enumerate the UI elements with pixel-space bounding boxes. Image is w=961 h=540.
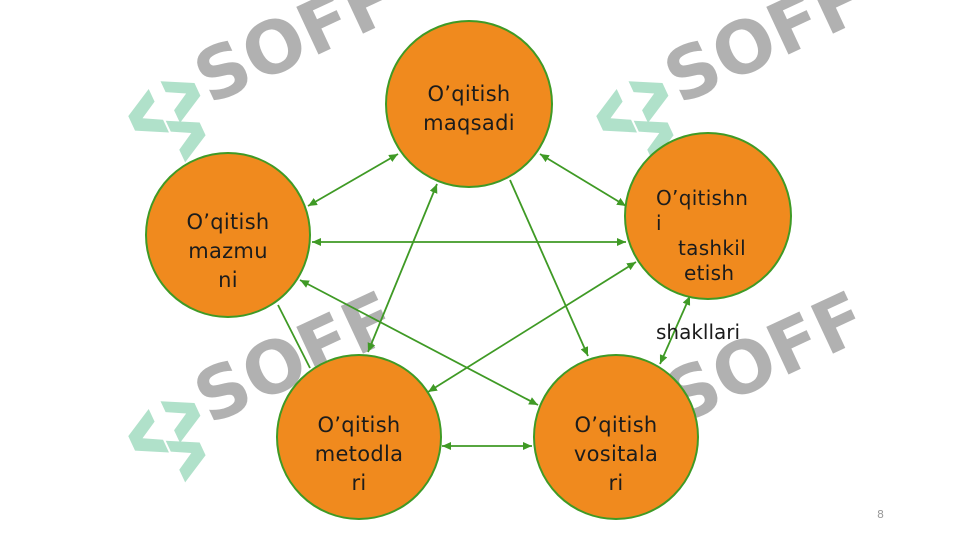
node-line: ri <box>608 471 624 495</box>
node-line: i <box>656 211 662 235</box>
arrow-maqsad-metod <box>367 183 438 353</box>
arrow-tashkil-vosita <box>659 295 691 365</box>
node-line: O’qitishn <box>656 186 749 210</box>
node-line: tashkil <box>678 236 746 260</box>
shakllari-label: shakllari <box>656 320 741 344</box>
node-line: mazmu <box>188 239 268 263</box>
watermark-logo <box>596 81 674 163</box>
node-label-mazmun: O’qitish mazmu ni <box>148 208 308 295</box>
arrow-maqsad-mazmun <box>307 153 399 207</box>
node-line: etish <box>684 261 735 285</box>
arrow-mazmun-metod <box>277 304 311 369</box>
node-label-metod: O’qitish metodla ri <box>279 411 439 498</box>
node-line: O’qitish <box>317 413 401 437</box>
node-tashkil <box>624 132 792 300</box>
page-number: 8 <box>877 508 884 521</box>
watermark-text: SOFF <box>182 0 409 120</box>
node-metod <box>276 354 442 520</box>
node-line: O’qitish <box>427 82 511 106</box>
watermark-text: SOFF <box>652 0 879 120</box>
arrow-tashkil-metod <box>427 261 637 393</box>
node-line: metodla <box>314 442 404 466</box>
node-vosita <box>533 354 699 520</box>
node-line: O’qitish <box>574 413 658 437</box>
arrow-maqsad-tashkil <box>539 153 627 207</box>
node-label-maqsad: O’qitish maqsadi <box>389 80 549 138</box>
node-label-tashkil: O’qitishn i tashkil etish <box>650 186 770 286</box>
node-line: vositala <box>573 442 659 466</box>
node-line: ni <box>218 268 238 292</box>
node-line: ri <box>351 471 367 495</box>
watermark-logo <box>128 401 206 483</box>
nodes <box>145 20 792 520</box>
node-line: maqsadi <box>423 111 515 135</box>
arrows <box>277 153 691 450</box>
node-line: O’qitish <box>186 210 270 234</box>
node-label-vosita: O’qitish vositala ri <box>536 411 696 498</box>
watermark-logo <box>128 81 206 163</box>
arrow-maqsad-vosita <box>509 179 589 357</box>
node-mazmun <box>145 152 311 318</box>
node-maqsad <box>385 20 553 188</box>
